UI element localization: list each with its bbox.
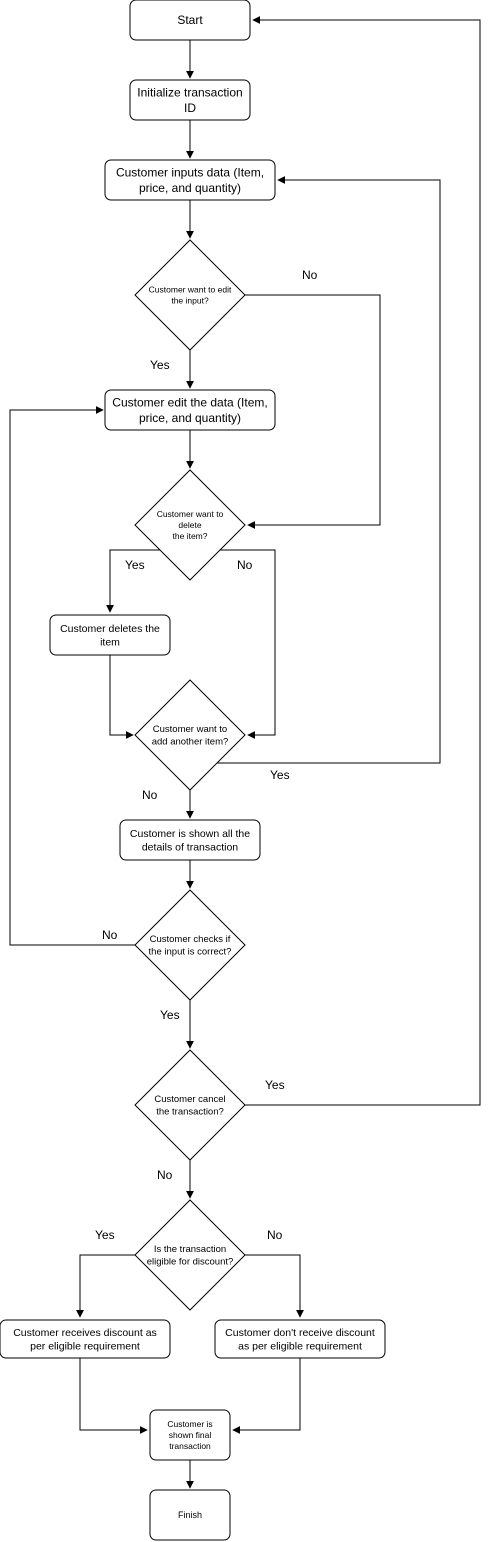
node-edit-question-label: Customer want to edit the input? bbox=[149, 284, 232, 305]
edit-q-line: Customer want to edit bbox=[149, 284, 232, 294]
init-line: ID bbox=[184, 101, 196, 115]
edge-discountno-final bbox=[232, 1358, 301, 1434]
label-cancel-no: No bbox=[157, 1168, 173, 1182]
final-line: Customer is bbox=[167, 1419, 212, 1429]
node-delete: Customer deletes the item bbox=[49, 614, 171, 656]
node-details: Customer is shown all the details of tran… bbox=[119, 819, 261, 861]
node-edit: Customer edit the data (Item, price, and … bbox=[104, 389, 276, 431]
edges bbox=[9, 16, 481, 1489]
node-details-label: Customer is shown all the details of tran… bbox=[130, 828, 250, 854]
node-add-question-label: Customer want to add another item? bbox=[152, 724, 229, 747]
node-check-question-label: Customer checks if the input is correct? bbox=[149, 934, 232, 957]
label-delete-no: No bbox=[237, 558, 253, 572]
node-discount-yes-label: Customer receives discount as per eligibl… bbox=[13, 1327, 157, 1353]
node-add-question: Customer want to add another item? bbox=[134, 679, 246, 791]
finish-line: Finish bbox=[178, 1510, 202, 1520]
label-edit-no: No bbox=[302, 268, 318, 282]
node-start-label: Start bbox=[177, 13, 203, 27]
discount-yes-line: Customer receives discount as bbox=[13, 1327, 157, 1339]
add-q-line: add another item? bbox=[152, 737, 229, 748]
edit-line: Customer edit the data (Item, bbox=[112, 395, 267, 409]
label-cancel-yes: Yes bbox=[265, 1078, 285, 1092]
start-line: Start bbox=[177, 13, 203, 27]
check-q-line: the input is correct? bbox=[149, 947, 232, 958]
final-line: shown final bbox=[169, 1430, 212, 1440]
input-line: Customer inputs data (Item, bbox=[116, 165, 264, 179]
node-finish-label: Finish bbox=[178, 1510, 202, 1520]
node-edit-question: Customer want to edit the input? bbox=[134, 239, 246, 351]
label-check-no: No bbox=[102, 928, 118, 942]
delete-line: item bbox=[100, 637, 120, 649]
node-discount-yes: Customer receives discount as per eligibl… bbox=[0, 1319, 171, 1359]
label-add-no: No bbox=[142, 788, 158, 802]
discount-no-line: as per eligible requirement bbox=[238, 1341, 362, 1353]
delete-q-line: the item? bbox=[173, 531, 208, 541]
node-edit-label: Customer edit the data (Item, price, and … bbox=[112, 395, 267, 425]
label-delete-yes: Yes bbox=[125, 558, 145, 572]
init-line: Initialize transaction bbox=[137, 85, 242, 99]
edge-deleteq-no-addq bbox=[217, 549, 276, 739]
add-q-line: Customer want to bbox=[153, 724, 227, 735]
delete-q-line: delete bbox=[178, 520, 201, 530]
node-cancel-question-label: Customer cancel the transaction? bbox=[154, 1094, 225, 1117]
label-discount-no: No bbox=[267, 1228, 283, 1242]
delete-q-line: Customer want to bbox=[157, 509, 224, 519]
node-input: Customer inputs data (Item, price, and qu… bbox=[104, 159, 276, 201]
edge-labels: No Yes Yes No Yes No No Yes Yes No Yes N… bbox=[95, 268, 318, 1242]
edge-editq-no-deleteq bbox=[245, 294, 381, 529]
discount-q-line: Is the transaction bbox=[154, 1244, 226, 1255]
node-finish: Finish bbox=[149, 1489, 231, 1541]
cancel-q-line: Customer cancel bbox=[154, 1094, 225, 1105]
delete-line: Customer deletes the bbox=[60, 623, 160, 635]
label-discount-yes: Yes bbox=[95, 1228, 115, 1242]
node-discount-no-label: Customer don't receive discount as per el… bbox=[225, 1327, 375, 1353]
discount-yes-line: per eligible requirement bbox=[30, 1341, 140, 1353]
edge-cancelq-yes-start bbox=[245, 16, 481, 1106]
node-discount-no: Customer don't receive discount as per el… bbox=[214, 1319, 386, 1359]
final-line: transaction bbox=[169, 1441, 211, 1451]
node-discount-question-label: Is the transaction eligible for discount? bbox=[147, 1244, 234, 1267]
label-edit-yes: Yes bbox=[150, 358, 170, 372]
node-cancel-question: Customer cancel the transaction? bbox=[134, 1049, 246, 1161]
edge-discountq-no bbox=[245, 1254, 304, 1318]
edge-deleteq-yes-delete bbox=[106, 549, 163, 613]
label-check-yes: Yes bbox=[160, 1008, 180, 1022]
details-line: details of transaction bbox=[142, 842, 238, 854]
cancel-q-line: the transaction? bbox=[156, 1107, 224, 1118]
node-input-label: Customer inputs data (Item, price, and qu… bbox=[116, 165, 264, 195]
input-line: price, and quantity) bbox=[139, 181, 241, 195]
edge-discountyes-final bbox=[79, 1358, 148, 1434]
edit-q-line: the input? bbox=[171, 296, 209, 306]
node-check-question: Customer checks if the input is correct? bbox=[134, 889, 246, 1001]
label-add-yes: Yes bbox=[270, 768, 290, 782]
discount-no-line: Customer don't receive discount bbox=[225, 1327, 375, 1339]
details-line: Customer is shown all the bbox=[130, 828, 250, 840]
node-start: Start bbox=[129, 0, 251, 41]
check-q-line: Customer checks if bbox=[150, 934, 231, 945]
edge-discountq-yes bbox=[76, 1254, 135, 1318]
edge-delete-addq bbox=[109, 655, 134, 739]
edge-checkq-no-edit bbox=[9, 406, 135, 946]
edge-addq-yes-input bbox=[217, 176, 441, 764]
edit-line: price, and quantity) bbox=[139, 411, 241, 425]
node-discount-question: Is the transaction eligible for discount? bbox=[134, 1199, 246, 1311]
discount-q-line: eligible for discount? bbox=[147, 1257, 234, 1268]
node-delete-label: Customer deletes the item bbox=[60, 623, 160, 649]
